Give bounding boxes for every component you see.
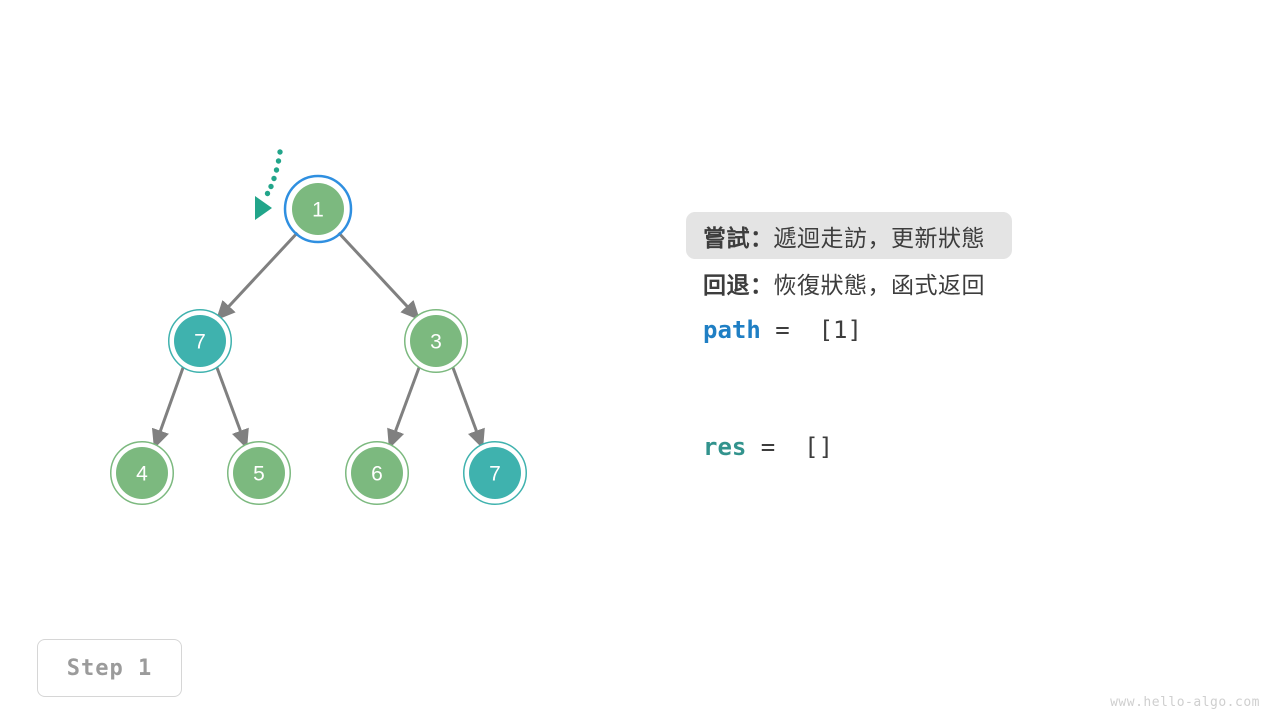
res-variable-value: = [] [746,432,834,461]
try-phase-text: 遞迴走訪，更新狀態 [773,225,985,252]
backtrack-phase-text: 恢復狀態，函式返回 [773,272,985,299]
node-outer-ring [345,441,409,505]
tree-node-1[interactable]: 1 [283,174,353,244]
res-variable-name: res [703,432,747,461]
node-active-ring [283,174,353,244]
node-value: 7 [489,463,501,486]
node-circle [116,447,168,499]
node-outer-ring [227,441,291,505]
pointer-dot [273,167,280,173]
node-circle [469,447,521,499]
node-value: 7 [194,331,206,354]
node-white-ring [111,442,173,504]
pointer-triangle-icon [255,196,272,220]
backtrack-phase-line: 回退： 恢復狀態，函式返回 [686,259,1226,306]
tree-node-7-right[interactable]: 7 [463,441,527,505]
node-circle [174,315,226,367]
pointer-dot [275,158,282,164]
node-white-ring [346,442,408,504]
node-white-ring [405,310,467,372]
node-value: 6 [371,463,383,486]
step-badge-label: Step 1 [66,655,153,681]
edge-3-to-6 [387,364,422,449]
tree-node-3[interactable]: 3 [404,309,468,373]
node-outer-ring [463,441,527,505]
node-value: 3 [430,331,442,354]
watermark: www.hello-algo.com [1110,695,1260,710]
backtrack-phase-label: 回退： [703,272,774,299]
edge-7-to-4 [151,364,186,449]
panel-spacer [686,353,1226,423]
binary-tree-diagram: 1 7 3 4 5 [110,149,527,505]
node-outer-ring [168,309,232,373]
node-circle [410,315,462,367]
node-white-ring [286,177,350,241]
node-white-ring [464,442,526,504]
pointer-dot [271,175,277,182]
recursion-pointer [255,149,283,220]
path-variable-value: = [1] [760,315,862,344]
node-circle [233,447,285,499]
tree-node-5[interactable]: 5 [227,441,291,505]
node-white-ring [169,310,231,372]
edge-1-to-3 [335,229,421,321]
tree-node-7-left[interactable]: 7 [168,309,232,373]
node-white-ring [228,442,290,504]
tree-node-6[interactable]: 6 [345,441,409,505]
try-phase-label: 嘗試： [703,225,774,252]
edge-1-to-7 [215,229,301,321]
path-variable-line: path = [1] [686,306,1226,353]
step-badge: Step 1 [37,639,182,697]
node-outer-ring [404,309,468,373]
node-circle [351,447,403,499]
node-outer-ring [110,441,174,505]
node-value: 4 [136,463,148,486]
path-variable-name: path [703,315,761,344]
tree-node-4[interactable]: 4 [110,441,174,505]
state-panel: 嘗試： 遞迴走訪，更新狀態 回退： 恢復狀態，函式返回 path = [1] r… [686,212,1226,470]
node-circle [292,183,344,235]
pointer-dot [277,149,283,155]
pointer-dot [268,183,274,190]
tree-edges [151,229,485,449]
try-phase-line: 嘗試： 遞迴走訪，更新狀態 [686,212,1012,259]
node-value: 5 [253,463,265,486]
edge-3-to-7 [450,364,485,449]
edge-7-to-5 [214,364,249,449]
res-variable-line: res = [] [686,423,1226,470]
node-value: 1 [312,199,324,222]
pointer-dot [264,190,271,197]
